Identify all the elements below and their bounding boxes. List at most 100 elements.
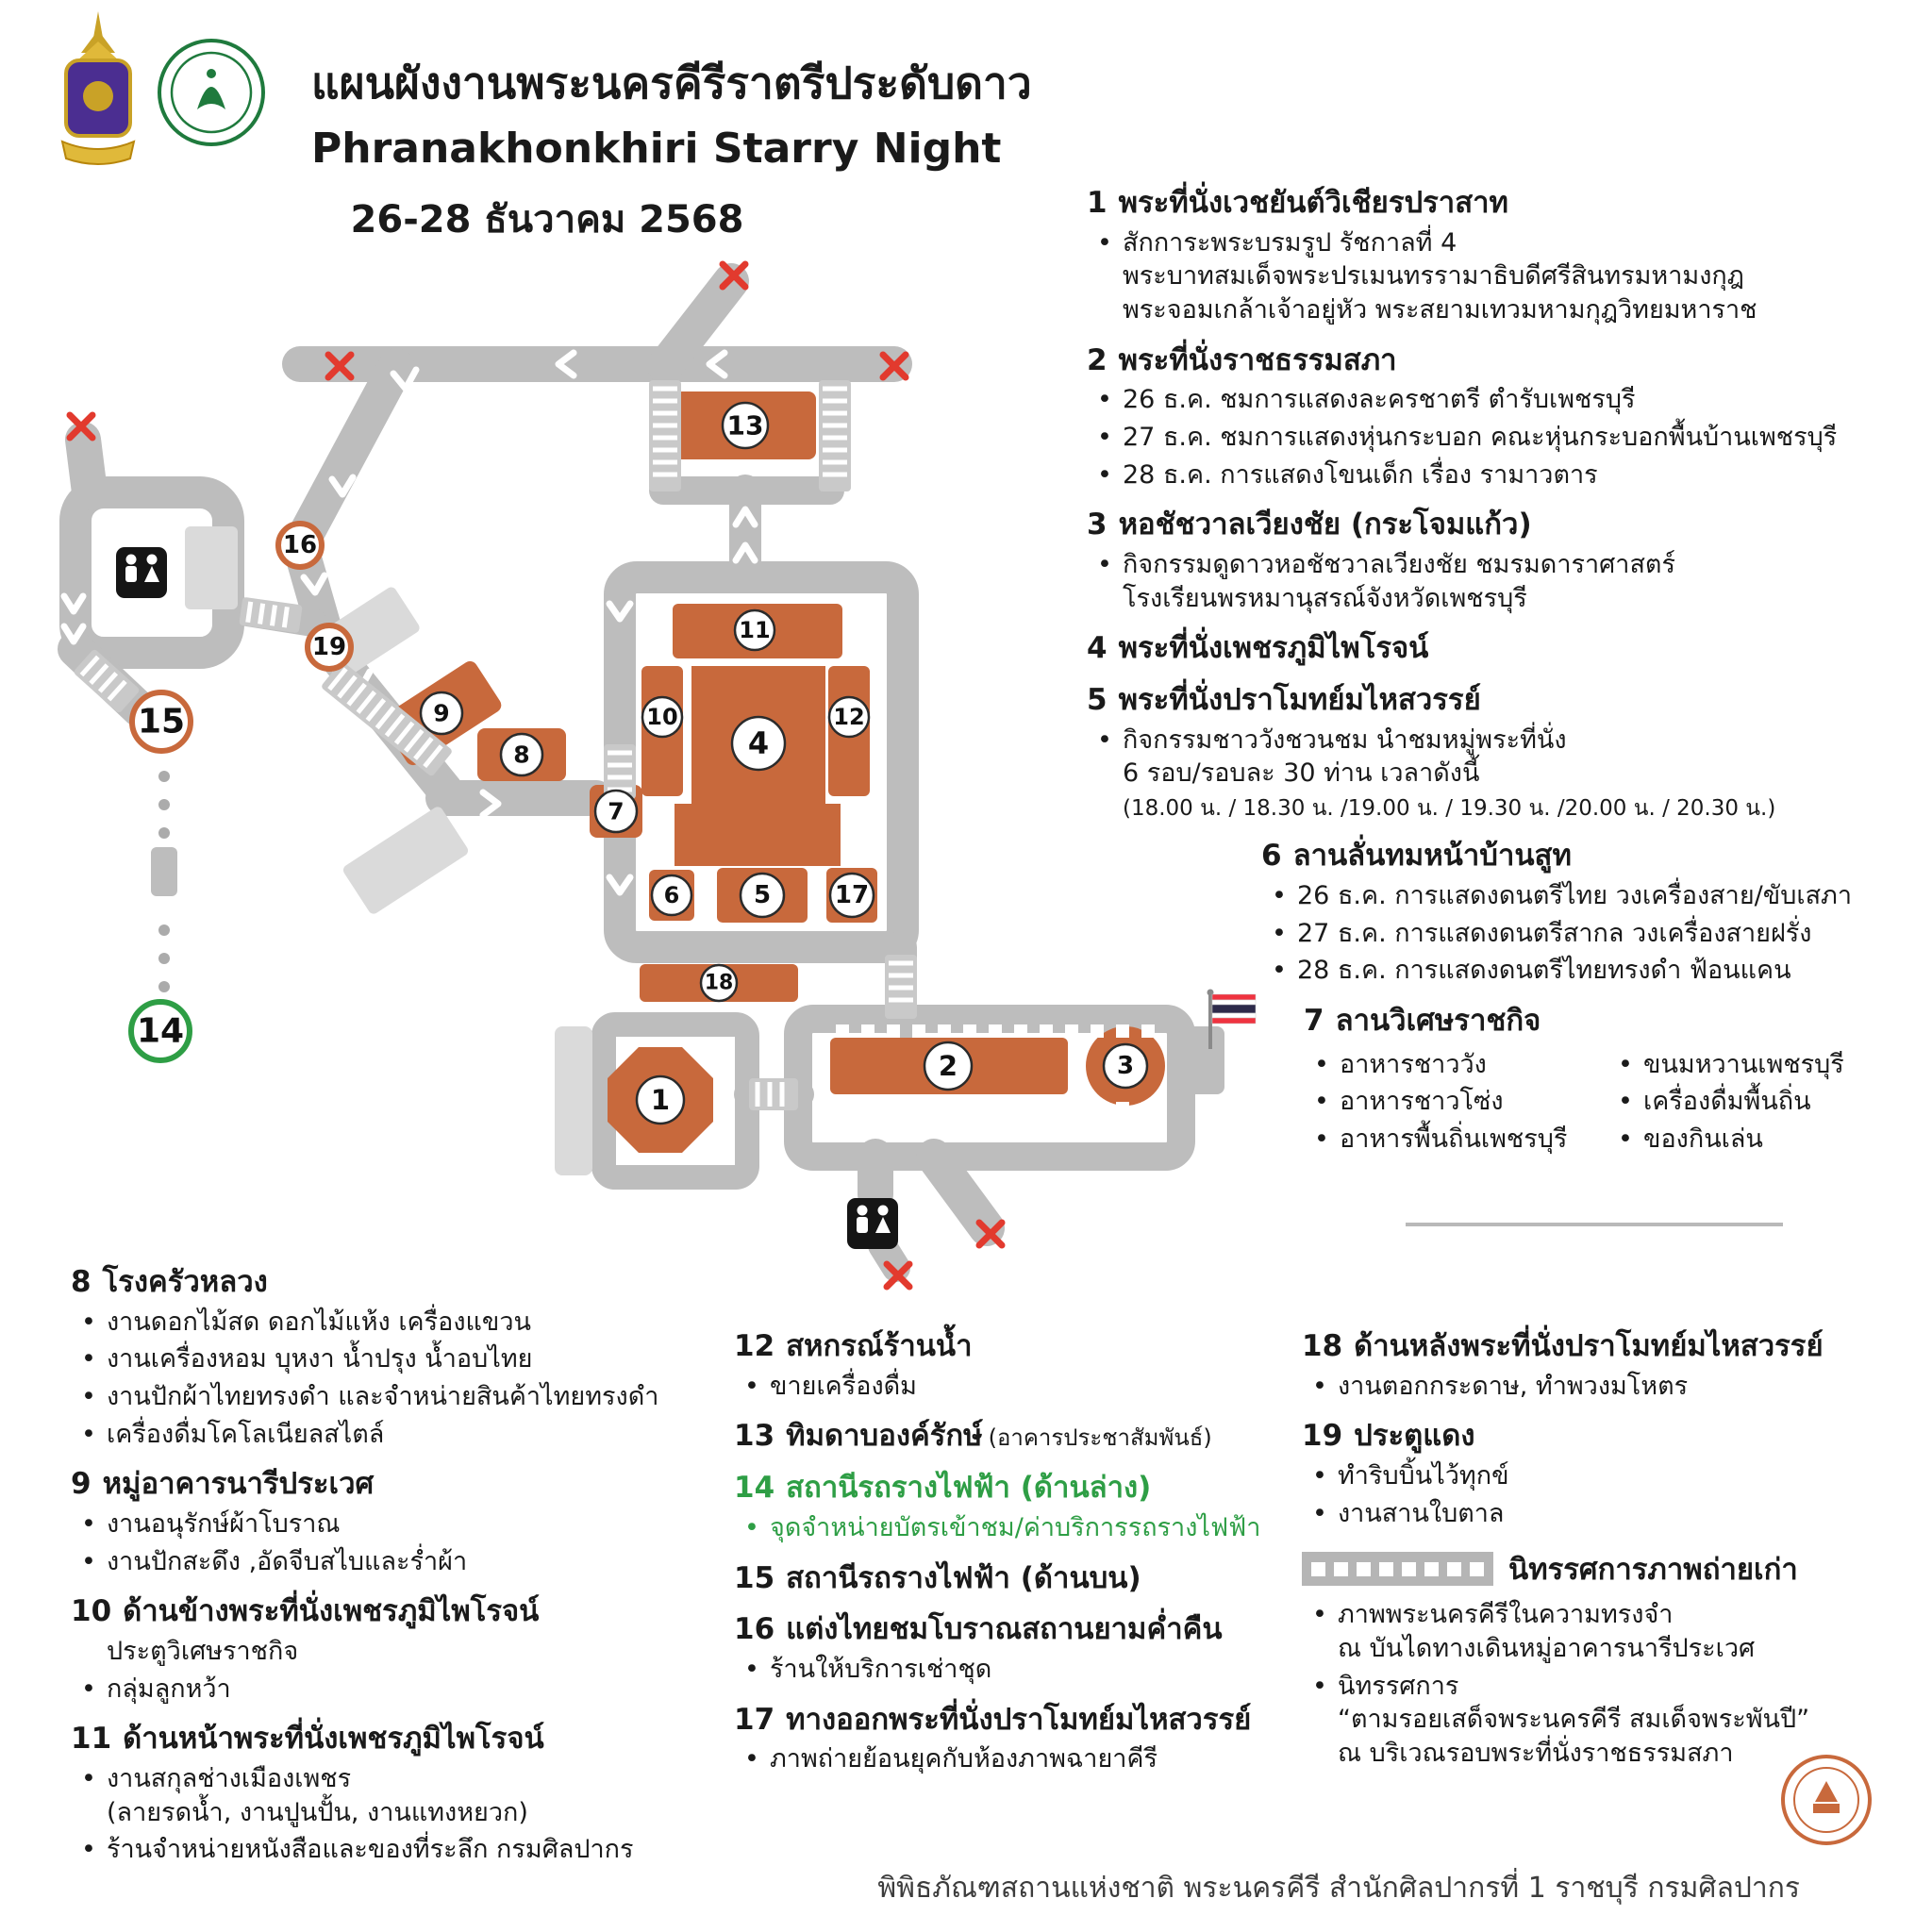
legend-item: •อาหารพื้นถิ่นเพชรบุรี: [1314, 1124, 1568, 1154]
royal-emblem-logo: [53, 9, 143, 174]
map-marker-2: 2: [923, 1041, 974, 1091]
fine-arts-department-seal: [155, 36, 268, 153]
red-x-mark: [325, 351, 355, 381]
svg-text:11: 11: [739, 617, 770, 643]
svg-text:10: 10: [646, 704, 677, 730]
legend-item: •กิจกรรมดูดาวหอชัชวาลเวียงชัย ชมรมดาราศา…: [1097, 550, 1675, 613]
legend-number: 12: [734, 1329, 775, 1363]
svg-text:12: 12: [833, 704, 864, 730]
walkway-paths: [58, 263, 1195, 1282]
red-x-mark: [975, 1219, 1006, 1249]
stairs-icon: [819, 380, 851, 491]
red-x-mark: [879, 351, 909, 381]
legend-number: 13: [734, 1419, 775, 1454]
legend-item: •28 ธ.ค. การแสดงดนตรีไทยทรงดำ ฟ้อนแคน: [1272, 956, 1791, 986]
building-4: [691, 666, 825, 804]
legend-section-title: หอชัชวาลเวียงชัย (กระโจมแก้ว): [1118, 508, 1532, 542]
svg-text:14: 14: [137, 1012, 184, 1051]
legend-section-title: หมู่อาคารนารีประเวศ: [102, 1467, 375, 1502]
legend-section-title: พระที่นั่งเพชรภูมิไพโรจน์: [1118, 631, 1429, 666]
building-8: [477, 728, 566, 781]
stairs-icon: [649, 380, 681, 491]
legend-section-photo-exhibition: นิทรรศการภาพถ่ายเก่า•ภาพพระนครคีรีในความ…: [1302, 1545, 1920, 1770]
map-marker-18: 18: [699, 963, 739, 1003]
restroom-icons: [116, 547, 898, 1249]
map-marker-11: 11: [733, 608, 776, 652]
red-x-mark: [883, 1260, 913, 1291]
legend-item: •ภาพพระนครคีรีในความทรงจำณ บันไดทางเดินห…: [1312, 1600, 1756, 1663]
building-9: [381, 660, 502, 766]
legend-item: ประตูวิเศษราชกิจ: [107, 1637, 299, 1666]
funicular-dotted-line: [151, 771, 177, 992]
legend-section-3: 3 หอชัชวาลเวียงชัย (กระโจมแก้ว) •กิจกรรมดู…: [1087, 507, 1932, 615]
legend-section-title: ลานวิเศษราชกิจ: [1335, 1003, 1541, 1038]
building-17: [826, 868, 877, 923]
funicular-car-icon: [151, 847, 177, 896]
legend-number: 19: [1302, 1419, 1343, 1454]
legend-item: •26 ธ.ค. ชมการแสดงละครชาตรี ตำรับเพชรบุร…: [1097, 385, 1636, 415]
legend-section-title: ด้านหลังพระที่นั่งปราโมทย์มไหสวรรย์: [1354, 1329, 1824, 1363]
legend-two-column-list: •อาหารชาววัง•อาหารชาวโซ่ง•อาหารพื้นถิ่นเ…: [1304, 1044, 1932, 1160]
legend-item: •ทำริบบิ้นไว้ทุกข์: [1312, 1461, 1509, 1491]
legend-item: •งานเครื่องหอม บุหงา น้ำปรุง น้ำอบไทย: [81, 1344, 533, 1374]
svg-text:16: 16: [283, 531, 317, 559]
stairs-icon: [749, 1078, 798, 1110]
map-marker-16: 16: [275, 521, 325, 570]
legend-item: •อาหารชาววัง: [1314, 1049, 1487, 1079]
map-marker-1: 1: [635, 1074, 686, 1125]
legend-item: •เครื่องดื่มพื้นถิ่น: [1618, 1087, 1811, 1117]
legend-item: •ภาพถ่ายย้อนยุคกับห้องภาพฉายาคีรี: [744, 1744, 1158, 1774]
legend-section-9: 9 หมู่อาคารนารีประเวศ •งานอนุรักษ์ผ้าโบราณ…: [71, 1466, 693, 1578]
map-marker-17: 17: [828, 872, 875, 919]
red-x-mark: [66, 411, 96, 441]
legend-number: 3: [1087, 508, 1108, 542]
legend-number: 8: [71, 1265, 92, 1299]
map-marker-7: 7: [593, 789, 639, 834]
legend-item: •จุดจำหน่ายบัตรเข้าชม/ค่าบริการรถรางไฟฟ้…: [744, 1512, 1261, 1542]
legend-item: •28 ธ.ค. การแสดงโขนเด็ก เรื่อง รามาวตาร: [1097, 459, 1598, 490]
building-18: [640, 964, 798, 1002]
svg-text:2: 2: [939, 1050, 958, 1082]
building-2: [830, 1038, 1068, 1094]
legend-section-title: พระที่นั่งปราโมทย์มไหสวรรย์: [1118, 683, 1481, 717]
svg-text:17: 17: [835, 881, 869, 909]
map-marker-15: 15: [129, 690, 193, 754]
legend-item: •งานดอกไม้สด ดอกไม้แห้ง เครื่องแขวน: [81, 1307, 531, 1337]
legend-item: •งานอนุรักษ์ผ้าโบราณ: [81, 1509, 341, 1539]
legend-item: •ของกินเล่น: [1618, 1124, 1763, 1154]
stairs-icon: [604, 744, 636, 799]
divider-line: [1406, 1223, 1783, 1226]
legend-section-title: พระที่นั่งราชธรรมสภา: [1118, 342, 1397, 377]
legend-title-note: (อาคารประชาสัมพันธ์): [988, 1424, 1212, 1452]
legend-item: •งานสานใบตาล: [1312, 1498, 1505, 1528]
building-1-octagon: [608, 1047, 713, 1153]
map-marker-9: 9: [419, 691, 464, 736]
svg-text:18: 18: [705, 972, 734, 995]
legend-number: 11: [71, 1722, 112, 1757]
map-marker-19: 19: [305, 623, 354, 672]
legend-section-title: ประตูแดง: [1354, 1419, 1475, 1454]
map-marker-4: 4: [730, 715, 787, 772]
legend-section-title: ทางออกพระที่นั่งปราโมทย์มไหสวรรย์: [786, 1702, 1252, 1737]
legend-item: •ขายเครื่องดื่ม: [744, 1371, 917, 1401]
legend-number: 9: [71, 1467, 92, 1502]
legend-number: 17: [734, 1702, 775, 1737]
restroom-icon: [847, 1198, 898, 1249]
map-marker-14: 14: [128, 999, 192, 1063]
